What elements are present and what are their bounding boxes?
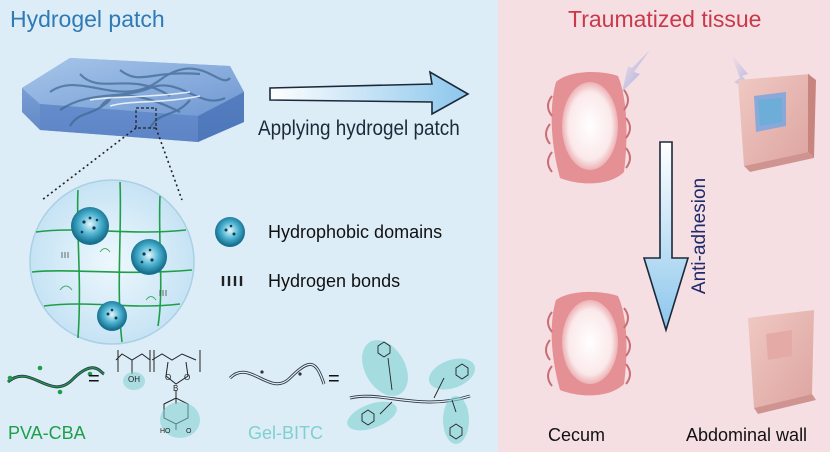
network-zoom-circle (29, 179, 195, 345)
eq-sign-2: = (328, 368, 340, 390)
chem-oh-label: OH (128, 375, 140, 384)
apply-arrow (269, 70, 470, 116)
tissue-label-cecum: Cecum (548, 425, 606, 445)
gel-bitc-structure (228, 340, 476, 444)
anti-adhesion-arrow (642, 141, 690, 333)
abdominal-wall-result-illustration (748, 310, 816, 414)
hydrophobic-domain-icon (215, 217, 245, 247)
tissue-label-abdominal-wall: Abdominal wall (686, 425, 808, 445)
chem-b-label: B (173, 384, 179, 393)
pointer-arrow-wall (730, 52, 760, 96)
traumatized-tissue-title: Traumatized tissue (568, 6, 762, 32)
polymer-label-gel-bitc: Gel-BITC (248, 423, 324, 443)
chem-o2-label: O (184, 373, 191, 382)
apply-arrow-label: Applying hydrogel patch (258, 117, 460, 140)
pva-cba-structure (6, 350, 201, 438)
cecum-treated-illustration (545, 72, 631, 184)
hydrogen-bond-icon (221, 276, 243, 286)
chem-o1-label: O (165, 373, 172, 382)
chem-ho-label: HO (160, 428, 171, 435)
polymer-label-pva-cba: PVA-CBA (8, 423, 86, 443)
chem-o3-label: O (186, 428, 192, 435)
legend-hydrophobic-label: Hydrophobic domains (268, 222, 443, 242)
hydrogel-patch-title: Hydrogel patch (10, 6, 165, 32)
abdominal-wall-treated-illustration (738, 74, 816, 172)
pointer-arrow-cecum (622, 50, 650, 92)
anti-adhesion-label: Anti-adhesion (689, 177, 711, 295)
legend-hydrogen-label: Hydrogen bonds (268, 271, 401, 291)
cecum-result-illustration (545, 291, 631, 396)
eq-sign-1: = (88, 368, 100, 390)
hydrogel-patch-illustration (22, 58, 244, 142)
